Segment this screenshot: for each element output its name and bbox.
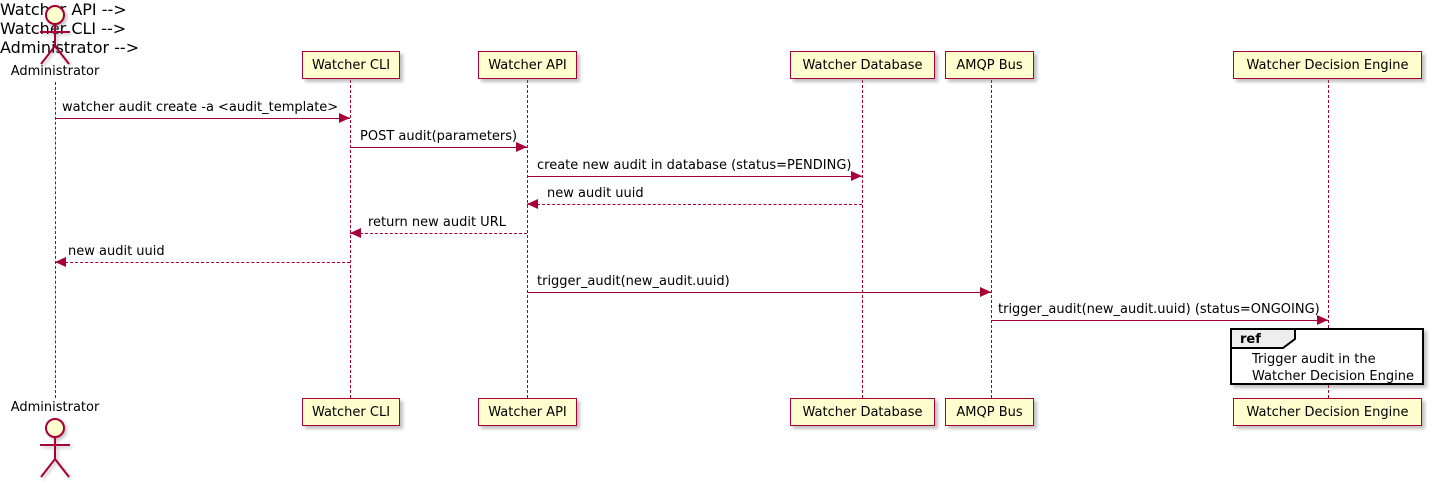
participant-top-watcher-cli: Watcher CLI [302,51,400,79]
actor-icon [40,5,70,65]
message-line [991,320,1328,321]
arrowhead-icon [980,287,991,297]
participant-bottom-watcher-api: Watcher API [478,398,577,426]
ref-line: Trigger audit in the [1252,352,1376,367]
participant-top-watcher-api: Watcher API [478,51,577,79]
participant-bottom-amqp-bus: AMQP Bus [945,398,1034,426]
message-label: create new audit in database (status=PEN… [537,158,852,173]
participant-bottom-watcher-cli: Watcher CLI [302,398,400,426]
actor-icon [40,418,70,478]
lifeline-watcher-cli [350,80,351,398]
arrowhead-icon [516,142,527,152]
ref-fragment: ref Trigger audit in the Watcher Decisio… [1230,328,1424,385]
message-label: POST audit(parameters) [360,129,518,144]
message-label: trigger_audit(new_audit.uuid) [537,274,730,289]
participant-bottom-watcher-database: Watcher Database [790,398,935,426]
ref-keyword: ref [1240,332,1261,347]
actor-label-bottom: Administrator [10,400,100,415]
lifeline-watcher-database [862,80,863,398]
arrowhead-icon [55,257,66,267]
arrowhead-icon [851,171,862,181]
message-line [350,233,527,234]
message-label: new audit uuid [68,244,165,259]
participant-top-watcher-database: Watcher Database [790,51,935,79]
arrowhead-icon [350,228,361,238]
message-line [55,118,350,119]
message-line [527,176,862,177]
arrowhead-icon [339,113,350,123]
message-line [527,204,862,205]
message-label: new audit uuid [547,186,644,201]
lifeline-watcher-api [527,80,528,398]
message-label: watcher audit create -a <audit_template> [62,100,339,115]
ref-tab: ref [1230,328,1296,349]
message-line [55,262,350,263]
lifeline-amqp-bus [991,80,992,398]
message-label: trigger_audit(new_audit.uuid) (status=ON… [998,302,1320,317]
participant-top-amqp-bus: AMQP Bus [945,51,1034,79]
actor-label-top: Administrator [10,64,100,79]
message-line [350,147,527,148]
message-line [527,292,991,293]
message-label: return new audit URL [368,215,506,230]
arrowhead-icon [1317,315,1328,325]
lifeline-watcher-decision-engine [1328,80,1329,398]
arrowhead-icon [527,199,538,209]
ref-text: Trigger audit in the Watcher Decision En… [1252,351,1414,385]
ref-line: Watcher Decision Engine [1252,369,1414,384]
participant-top-watcher-decision-engine: Watcher Decision Engine [1233,51,1422,79]
lifeline-administrator [55,82,56,398]
participant-bottom-watcher-decision-engine: Watcher Decision Engine [1233,398,1422,426]
